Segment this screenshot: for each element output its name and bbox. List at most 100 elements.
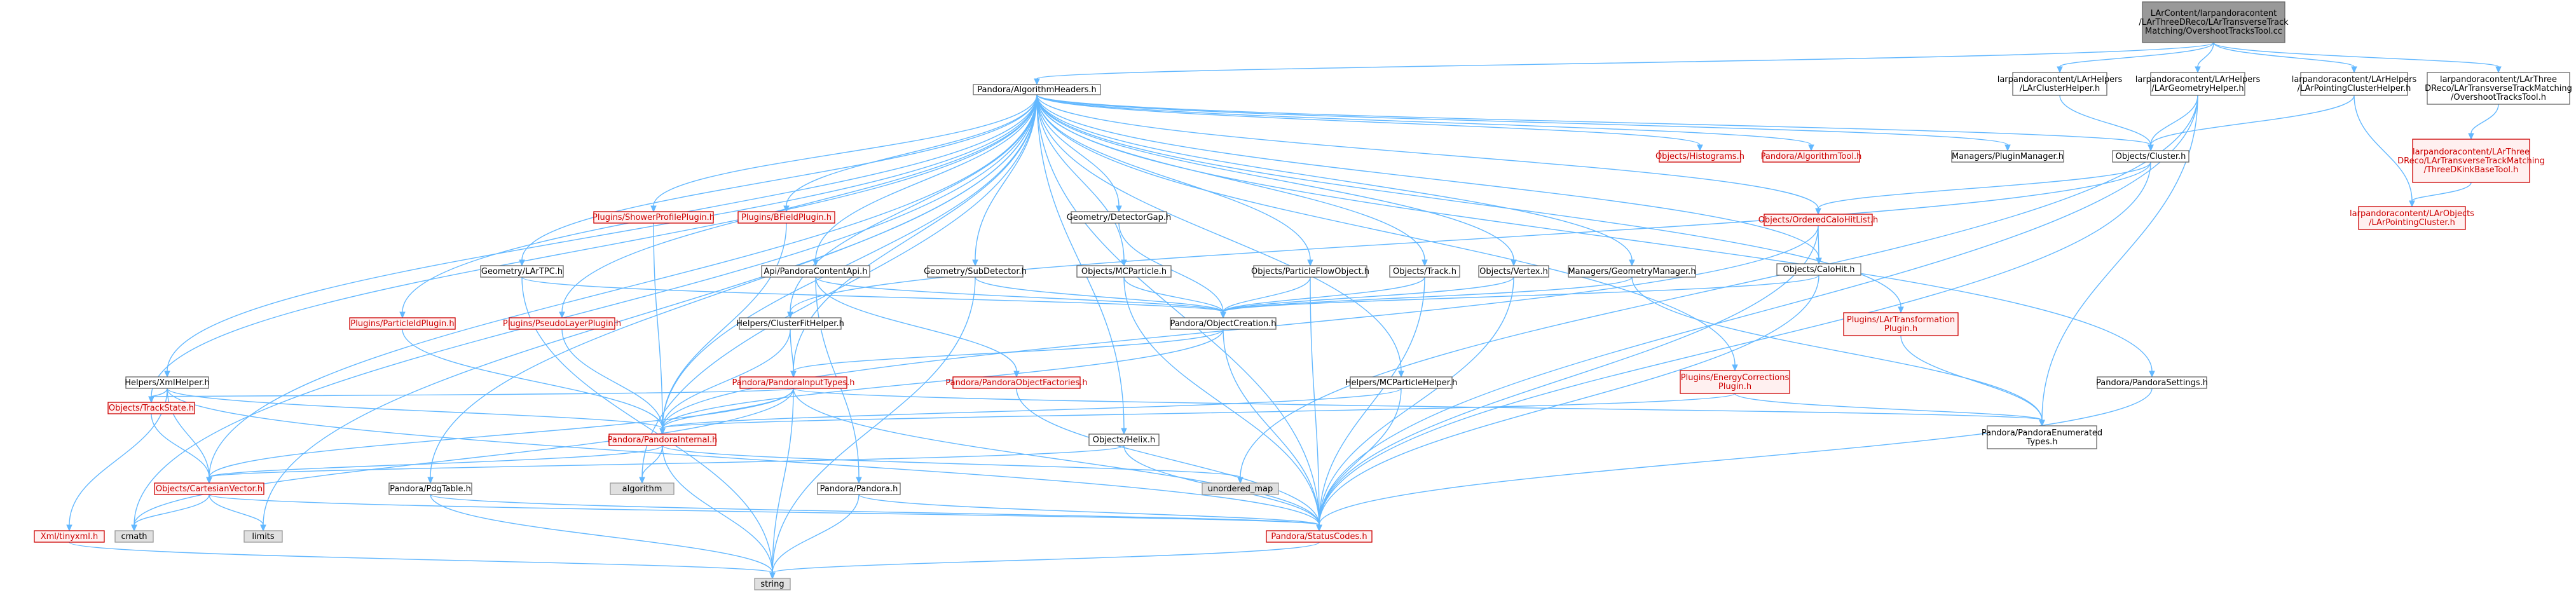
edge-pidp-pint <box>402 329 666 435</box>
node-box <box>349 317 456 330</box>
node-label: larpandoracontent/LArThree <box>2440 75 2557 85</box>
node-pint[interactable]: Pandora/PandoraInternal.h <box>608 433 718 446</box>
node-label: /LArGeometryHelper.h <box>2151 84 2244 93</box>
edge-track-oc <box>1220 276 1425 319</box>
node-pset[interactable]: Pandora/PandoraSettings.h <box>2096 376 2208 389</box>
node-algo[interactable]: Pandora/AlgorithmHeaders.h <box>973 84 1101 95</box>
node-trackstate[interactable]: Objects/TrackState.h <box>107 402 195 414</box>
node-lch[interactable]: larpandoracontent/LArHelpers/LArClusterH… <box>1997 72 2123 96</box>
edge-cluster-ocal <box>1815 161 2151 215</box>
node-helix[interactable]: Objects/Helix.h <box>1088 433 1160 446</box>
node-lgh[interactable]: larpandoracontent/LArHelpers/LArGeometry… <box>2135 72 2261 96</box>
node-calohit[interactable]: Objects/CaloHit.h <box>1776 263 1861 276</box>
edge-api-oc <box>815 276 1226 319</box>
node-cmath: cmath <box>114 530 154 543</box>
node-pof[interactable]: Pandora/PandoraObjectFactories.h <box>945 376 1088 389</box>
node-box <box>107 402 195 414</box>
node-pit[interactable]: Pandora/PandoraInputTypes.h <box>732 376 855 389</box>
edge-algo-trackstate <box>148 94 1038 404</box>
edge-algo-cluster <box>1036 94 2154 152</box>
node-pidp[interactable]: Plugins/ParticleIdPlugin.h <box>349 317 456 330</box>
node-label: Plugins/EnergyCorrections <box>1681 373 1790 383</box>
edge-algo-ltp <box>1036 94 1904 314</box>
node-label: Geometry/DetectorGap.h <box>1067 213 1172 222</box>
edge-xml-string <box>69 542 776 580</box>
node-label: /LArClusterHelper.h <box>2020 84 2100 93</box>
node-box <box>1843 312 1959 336</box>
node-label: Plugins/LArTransformation <box>1847 315 1955 325</box>
edge-geomgr-penum <box>1631 276 2045 427</box>
node-hist[interactable]: Objects/Histograms.h <box>1655 150 1744 163</box>
node-box <box>1951 150 2064 163</box>
node-subdet[interactable]: Geometry/SubDetector.h <box>924 265 1027 278</box>
node-box <box>754 578 791 590</box>
node-lpc[interactable]: larpandoracontent/LArObjects/LArPointing… <box>2350 206 2474 230</box>
node-plugmgr[interactable]: Managers/PluginManager.h <box>1951 150 2064 163</box>
node-mcph[interactable]: Helpers/MCParticleHelper.h <box>1345 376 1458 389</box>
edge-pit-cmath <box>131 388 794 532</box>
node-pfo[interactable]: Objects/ParticleFlowObject.h <box>1251 265 1369 278</box>
node-box <box>1776 263 1861 276</box>
node-xml[interactable]: Xml/tinyxml.h <box>34 530 105 543</box>
node-label: algorithm <box>622 484 662 494</box>
node-spp[interactable]: Plugins/ShowerProfilePlugin.h <box>593 211 715 224</box>
node-root[interactable]: LArContent/larpandoracontent/LArThreeDRe… <box>2139 1 2289 43</box>
node-label: Plugins/ShowerProfilePlugin.h <box>593 213 715 222</box>
node-tpc[interactable]: Geometry/LArTPC.h <box>480 265 564 278</box>
node-label: unordered_map <box>1208 484 1273 494</box>
node-cluster[interactable]: Objects/Cluster.h <box>2112 150 2189 163</box>
node-xmlh[interactable]: Helpers/XmlHelper.h <box>125 376 210 389</box>
edge-ecp-pint <box>659 393 1736 435</box>
node-track[interactable]: Objects/Track.h <box>1389 265 1460 278</box>
node-oc[interactable]: Pandora/ObjectCreation.h <box>1170 317 1277 330</box>
node-tdkink[interactable]: larpandoracontent/LArThreeDReco/LArTrans… <box>2397 139 2545 183</box>
edge-geomgr-oc <box>1220 276 1633 319</box>
edge-algo-pset <box>1036 94 2155 378</box>
node-mcp[interactable]: Objects/MCParticle.h <box>1076 265 1172 278</box>
node-label: Geometry/LArTPC.h <box>481 267 563 276</box>
node-label: Xml/tinyxml.h <box>41 532 99 542</box>
node-pandora[interactable]: Pandora/Pandora.h <box>817 482 901 495</box>
node-label: Objects/Helix.h <box>1093 435 1156 445</box>
node-box <box>739 317 842 330</box>
edge-pint-cv <box>206 445 663 484</box>
node-lpch[interactable]: larpandoracontent/LArHelpers/LArPointing… <box>2292 72 2417 96</box>
node-ott[interactable]: larpandoracontent/LArThreeDReco/LArTrans… <box>2425 72 2572 105</box>
node-label: Plugin.h <box>1884 324 1917 334</box>
node-bfp[interactable]: Plugins/BFieldPlugin.h <box>737 211 835 224</box>
edge-ott-tdkink <box>2468 104 2499 140</box>
node-api[interactable]: Api/PandoraContentApi.h <box>761 265 870 278</box>
node-box <box>1764 214 1873 226</box>
node-plp[interactable]: Plugins/PseudoLayerPlugin.h <box>503 317 621 330</box>
node-cv[interactable]: Objects/CartesianVector.h <box>154 482 264 495</box>
edge-pint-umap <box>662 445 1243 484</box>
node-box <box>2300 72 2408 96</box>
node-status[interactable]: Pandora/StatusCodes.h <box>1266 530 1373 543</box>
node-ocal[interactable]: Objects/OrderedCaloHitList.h <box>1758 214 1879 226</box>
node-box <box>1266 530 1373 543</box>
node-label: larpandoracontent/LArHelpers <box>2292 75 2417 85</box>
node-box <box>1253 265 1367 278</box>
edge-lgh-penum <box>2039 95 2198 427</box>
node-box <box>114 530 154 543</box>
node-geogap[interactable]: Geometry/DetectorGap.h <box>1067 211 1172 224</box>
node-algtool[interactable]: Pandora/AlgorithmTool.h <box>1761 150 1862 163</box>
node-layer: LArContent/larpandoracontent/LArThreeDRe… <box>34 1 2572 590</box>
node-box <box>388 482 472 495</box>
edge-algo-ecp <box>1036 94 1738 372</box>
node-cfh[interactable]: Helpers/ClusterFitHelper.h <box>736 317 844 330</box>
node-label: Plugin.h <box>1718 382 1751 392</box>
edge-ocal-pint <box>659 225 1819 435</box>
edge-algo-plp <box>559 94 1038 319</box>
edge-spp-pint <box>653 222 666 435</box>
edge-oc-status <box>1223 329 1322 532</box>
node-label: DReco/LArTransverseTrackMatching <box>2397 156 2545 166</box>
node-vertex[interactable]: Objects/Vertex.h <box>1478 265 1549 278</box>
edge-algo-algtool <box>1036 94 1814 152</box>
node-pdg[interactable]: Pandora/PdgTable.h <box>388 482 472 495</box>
node-geomgr[interactable]: Managers/GeometryManager.h <box>1568 265 1696 278</box>
node-label: Objects/ParticleFlowObject.h <box>1251 267 1369 276</box>
